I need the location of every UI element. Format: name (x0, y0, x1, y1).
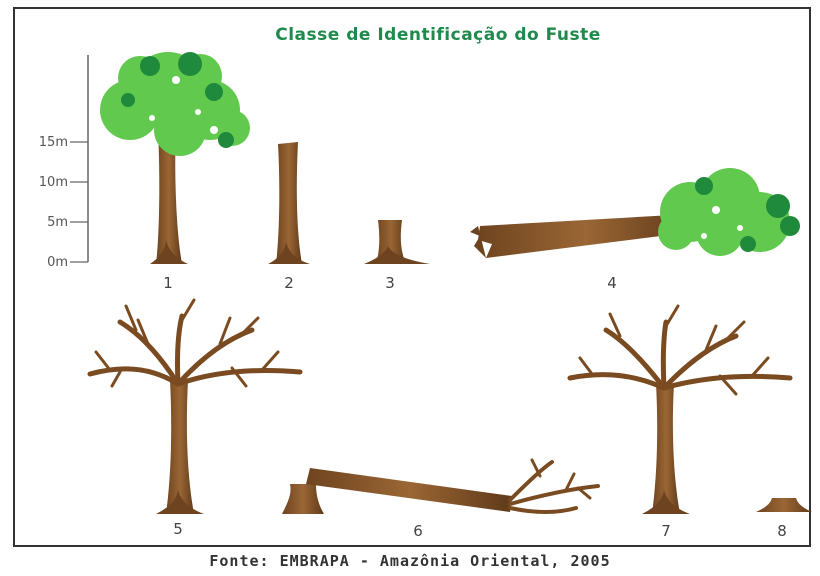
class-number-2: 2 (284, 274, 294, 292)
class-number-8: 8 (777, 522, 787, 540)
scale-label-10m: 10m (39, 175, 68, 190)
class-number-5: 5 (173, 520, 183, 538)
tree-class-5-icon (87, 298, 303, 514)
tree-class-4-icon (470, 168, 800, 258)
class-number-1: 1 (163, 274, 173, 292)
height-scale: 15m 10m 5m 0m (39, 55, 89, 270)
tree-class-1-icon (100, 52, 250, 264)
class-number-7: 7 (661, 522, 671, 540)
class-number-6: 6 (413, 522, 423, 540)
source-caption: Fonte: EMBRAPA - Amazônia Oriental, 2005 (209, 552, 610, 570)
diagram-title: Classe de Identificação do Fuste (275, 25, 601, 45)
scale-label-0m: 0m (47, 255, 68, 270)
class-number-3: 3 (385, 274, 395, 292)
scale-label-15m: 15m (39, 135, 68, 150)
tree-class-3-icon (364, 220, 430, 264)
tree-class-7-icon (567, 304, 793, 514)
tree-class-8-icon (756, 498, 812, 512)
scale-label-5m: 5m (47, 215, 68, 230)
class-number-4: 4 (607, 274, 617, 292)
tree-class-6-icon (282, 458, 600, 514)
tree-class-2-icon (268, 142, 310, 264)
